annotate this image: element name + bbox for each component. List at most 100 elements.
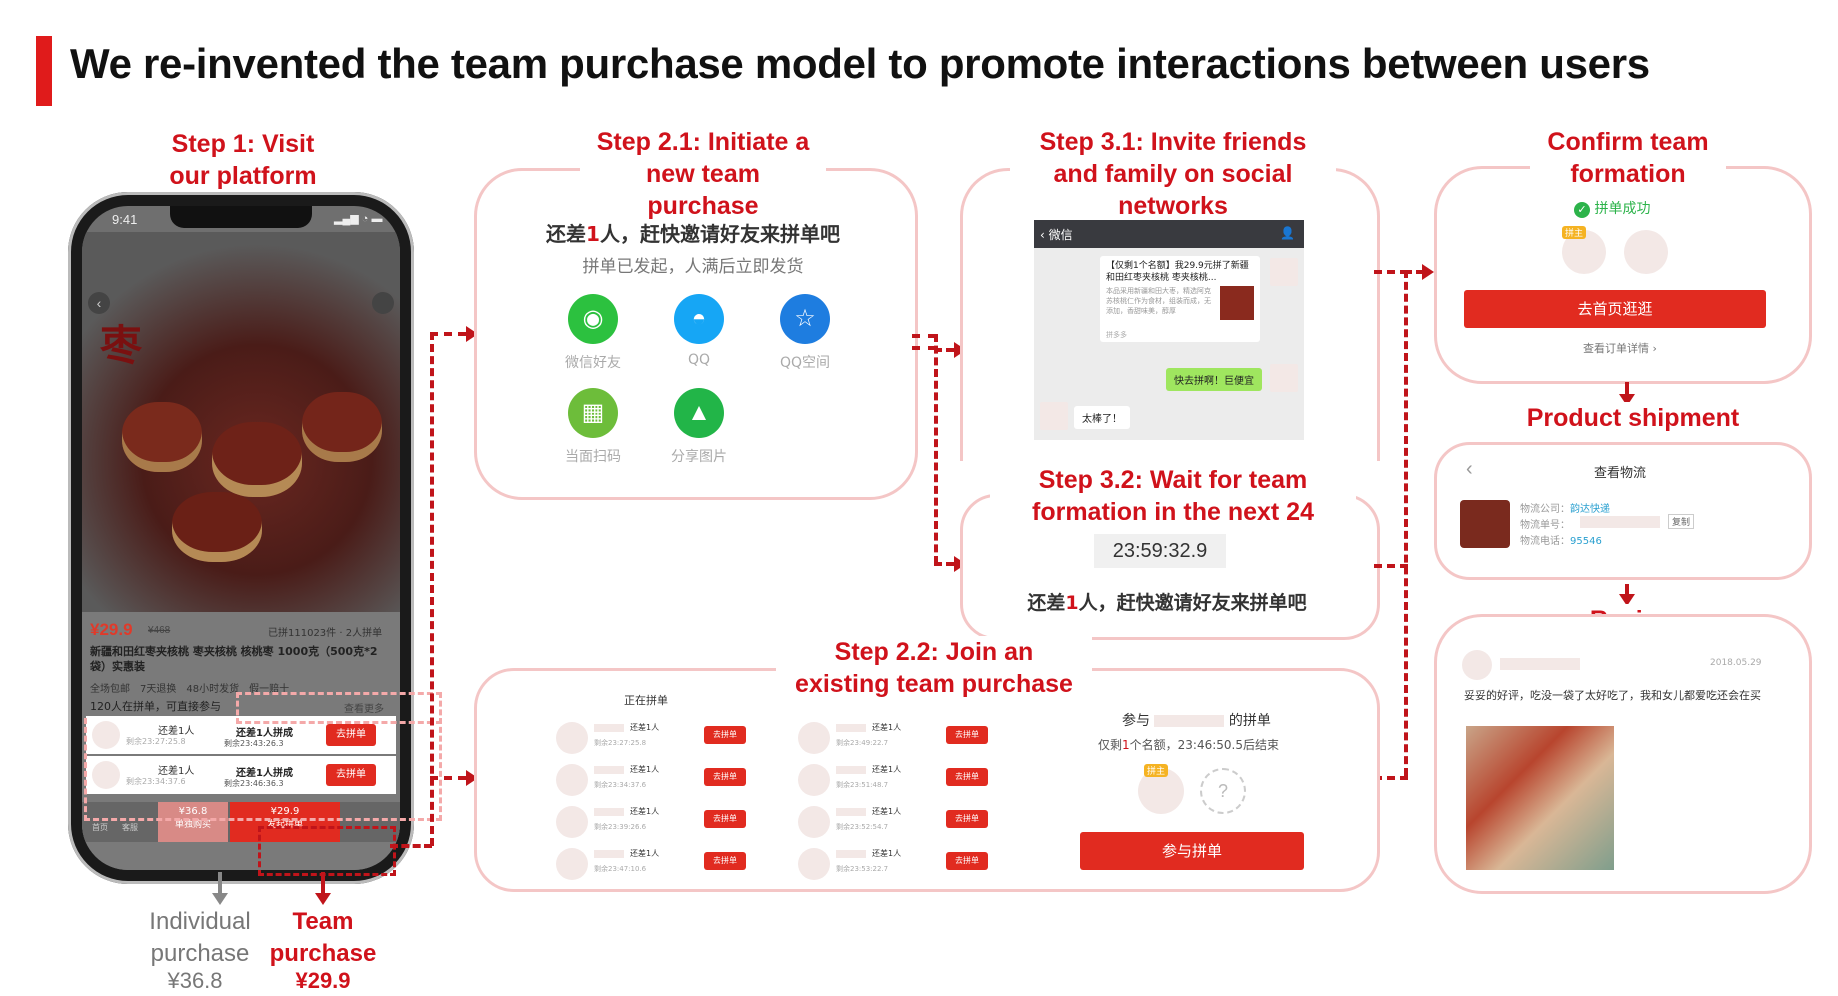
ongoing-join-button[interactable]: 去拼单	[704, 810, 746, 828]
group-need: 还差1人	[158, 766, 195, 777]
group-timer2: 剩余23:46:36.3	[224, 779, 284, 788]
review-photo	[1466, 726, 1614, 870]
ongoing-avatar	[556, 764, 588, 796]
remain-text: 仅剩1个名额，23:46:50.5后结束	[1098, 736, 1279, 753]
chat-avatar-friend	[1040, 402, 1068, 430]
ongoing-timer: 剩余23:51:48.7	[836, 781, 889, 789]
join-leader-badge: 拼主	[1144, 764, 1169, 777]
ongoing-avatar	[798, 848, 830, 880]
arrow-to-review	[1619, 594, 1635, 606]
ongoing-join-button[interactable]: 去拼单	[704, 768, 746, 786]
phone-label: 物流电话：	[1520, 536, 1570, 547]
shared-card-body: 本品采用新疆和田大枣，精选阿克苏核桃仁作为食材，组装而成，无添加，香甜味美，醇厚	[1106, 287, 1211, 315]
review-text: 妥妥的好评，吃没一袋了太好吃了，我和女儿都爱吃还会在买	[1464, 689, 1761, 702]
order-detail-link[interactable]: 查看订单详情 ›	[1583, 342, 1657, 355]
product-price: ¥29.9	[90, 620, 133, 639]
nav-home[interactable]: 首页	[92, 823, 108, 832]
tag-3: 假一赔十	[249, 684, 290, 695]
buy-highlight-box	[258, 826, 396, 876]
chat-avatar-self	[1270, 258, 1298, 286]
shipment-thumb	[1460, 500, 1510, 548]
success-status: ✓ 拼单成功	[1574, 198, 1650, 218]
ongoing-join-button[interactable]: 去拼单	[704, 726, 746, 744]
ongoing-name-blur	[836, 724, 866, 732]
join-group-button[interactable]: 去拼单	[326, 724, 376, 746]
qzone-icon[interactable]: ☆	[780, 294, 830, 344]
nav-service[interactable]: 客服	[122, 823, 138, 832]
shipment-back-icon[interactable]: ‹	[1466, 458, 1473, 480]
connector-from-buy	[390, 844, 432, 848]
groups-highlight-box-2	[84, 718, 442, 821]
connector-phone-vertical	[430, 332, 434, 846]
package-brand-text: 枣	[100, 321, 143, 370]
leader-badge: 拼主	[1562, 226, 1587, 239]
ongoing-join-button[interactable]: 去拼单	[946, 852, 988, 870]
phone-value: 95546	[1570, 536, 1602, 547]
back-icon[interactable]: ‹	[88, 292, 110, 314]
contact-icon[interactable]: 👤	[1280, 226, 1295, 240]
buy-single-button[interactable]: ¥36.8 单独购买	[158, 802, 228, 842]
wait-text: 还差1人，赶快邀请好友来拼单吧	[960, 588, 1374, 615]
ongoing-join-button[interactable]: 去拼单	[946, 726, 988, 744]
image-icon[interactable]: ▲	[674, 388, 724, 438]
ongoing-row: 还差1人剩余23:53:22.7 去拼单	[798, 846, 998, 880]
remain-pre: 仅剩	[1098, 738, 1123, 752]
join-title-post: 的拼单	[1228, 713, 1271, 729]
invite-headline-num: 1	[586, 222, 600, 246]
walnut-date-4	[172, 492, 262, 562]
wechat-chat-screen: ‹ 微信 👤 【仅剩1个名额】我29.9元拼了新疆和田红枣夹核桃 枣夹核桃...…	[1034, 220, 1304, 440]
wechat-back-button[interactable]: ‹ 微信	[1040, 228, 1073, 242]
ongoing-need: 还差1人	[872, 849, 902, 858]
team-purchase-label: Team purchase	[269, 908, 377, 967]
qq-icon[interactable]: ◓	[674, 294, 724, 344]
ongoing-need: 还差1人	[630, 849, 660, 858]
join-title-pre: 参与	[1122, 713, 1150, 729]
copy-button[interactable]: 复制	[1668, 514, 1695, 529]
invite-headline: 还差1人，赶快邀请好友来拼单吧	[474, 218, 912, 247]
join-group-button[interactable]: 去拼单	[326, 764, 376, 786]
countdown-timer: 23:59:32.9	[1094, 534, 1226, 568]
ongoing-join-button[interactable]: 去拼单	[704, 852, 746, 870]
connector-step21-out	[912, 334, 936, 338]
review-date: 2018.05.29	[1710, 658, 1762, 668]
invite-headline-post: 人，赶快邀请好友来拼单吧	[599, 222, 840, 246]
shared-card[interactable]: 【仅剩1个名额】我29.9元拼了新疆和田红枣夹核桃 枣夹核桃... 本品采用新疆…	[1100, 256, 1260, 342]
share-image-label: 分享图片	[671, 449, 727, 465]
connector-step21-out-2	[912, 346, 936, 350]
ongoing-name-blur	[836, 808, 866, 816]
step1-label: Step 1: Visit our platform	[150, 128, 336, 192]
wait-text-pre: 还差	[1027, 592, 1066, 614]
qr-code-icon[interactable]: ▦	[568, 388, 618, 438]
ongoing-timer: 剩余23:27:25.8	[594, 739, 647, 747]
group-row-1: 还差1人 剩余23:34:37.6 还差1人拼成 剩余23:46:36.3 去拼…	[86, 756, 396, 794]
ongoing-need: 还差1人	[630, 723, 660, 732]
groups-more-link[interactable]: 查看更多	[344, 704, 384, 715]
remain-post: 个名额，23:46:50.5后结束	[1129, 738, 1280, 752]
product-tags: 全场包邮 7天退换 48小时发货 假一赔十	[90, 680, 289, 695]
join-team-button[interactable]: 参与拼单	[1080, 832, 1304, 870]
ongoing-name-blur	[594, 724, 624, 732]
confirm-label: Confirm team formation	[1530, 126, 1726, 190]
team-arrow-line	[321, 872, 325, 894]
tag-2: 48小时发货	[186, 684, 240, 695]
product-old-price: ¥468	[148, 625, 171, 636]
ongoing-need: 还差1人	[630, 765, 660, 774]
ongoing-name-blur	[594, 808, 624, 816]
remain-num: 1	[1122, 738, 1130, 752]
buy-team-button[interactable]: ¥29.9 发起拼单	[230, 802, 340, 842]
go-home-button[interactable]: 去首页逛逛	[1464, 290, 1766, 328]
group-need: 还差1人	[158, 726, 195, 737]
join-name-blur	[1154, 715, 1225, 727]
chat-msg-white: 太棒了！	[1074, 406, 1130, 429]
wechat-topbar: ‹ 微信 👤	[1034, 220, 1304, 248]
ongoing-join-button[interactable]: 去拼单	[946, 810, 988, 828]
reviewer-name-blur	[1500, 658, 1580, 670]
wechat-icon[interactable]: ◉	[568, 294, 618, 344]
ongoing-join-button[interactable]: 去拼单	[946, 768, 988, 786]
share-icon[interactable]	[372, 292, 394, 314]
ongoing-timer: 剩余23:53:22.7	[836, 865, 889, 873]
group-timer2: 剩余23:43:26.3	[224, 739, 284, 748]
ongoing-row: 还差1人剩余23:27:25.8 去拼单	[556, 720, 756, 754]
ongoing-timer: 剩余23:39:26.6	[594, 823, 647, 831]
